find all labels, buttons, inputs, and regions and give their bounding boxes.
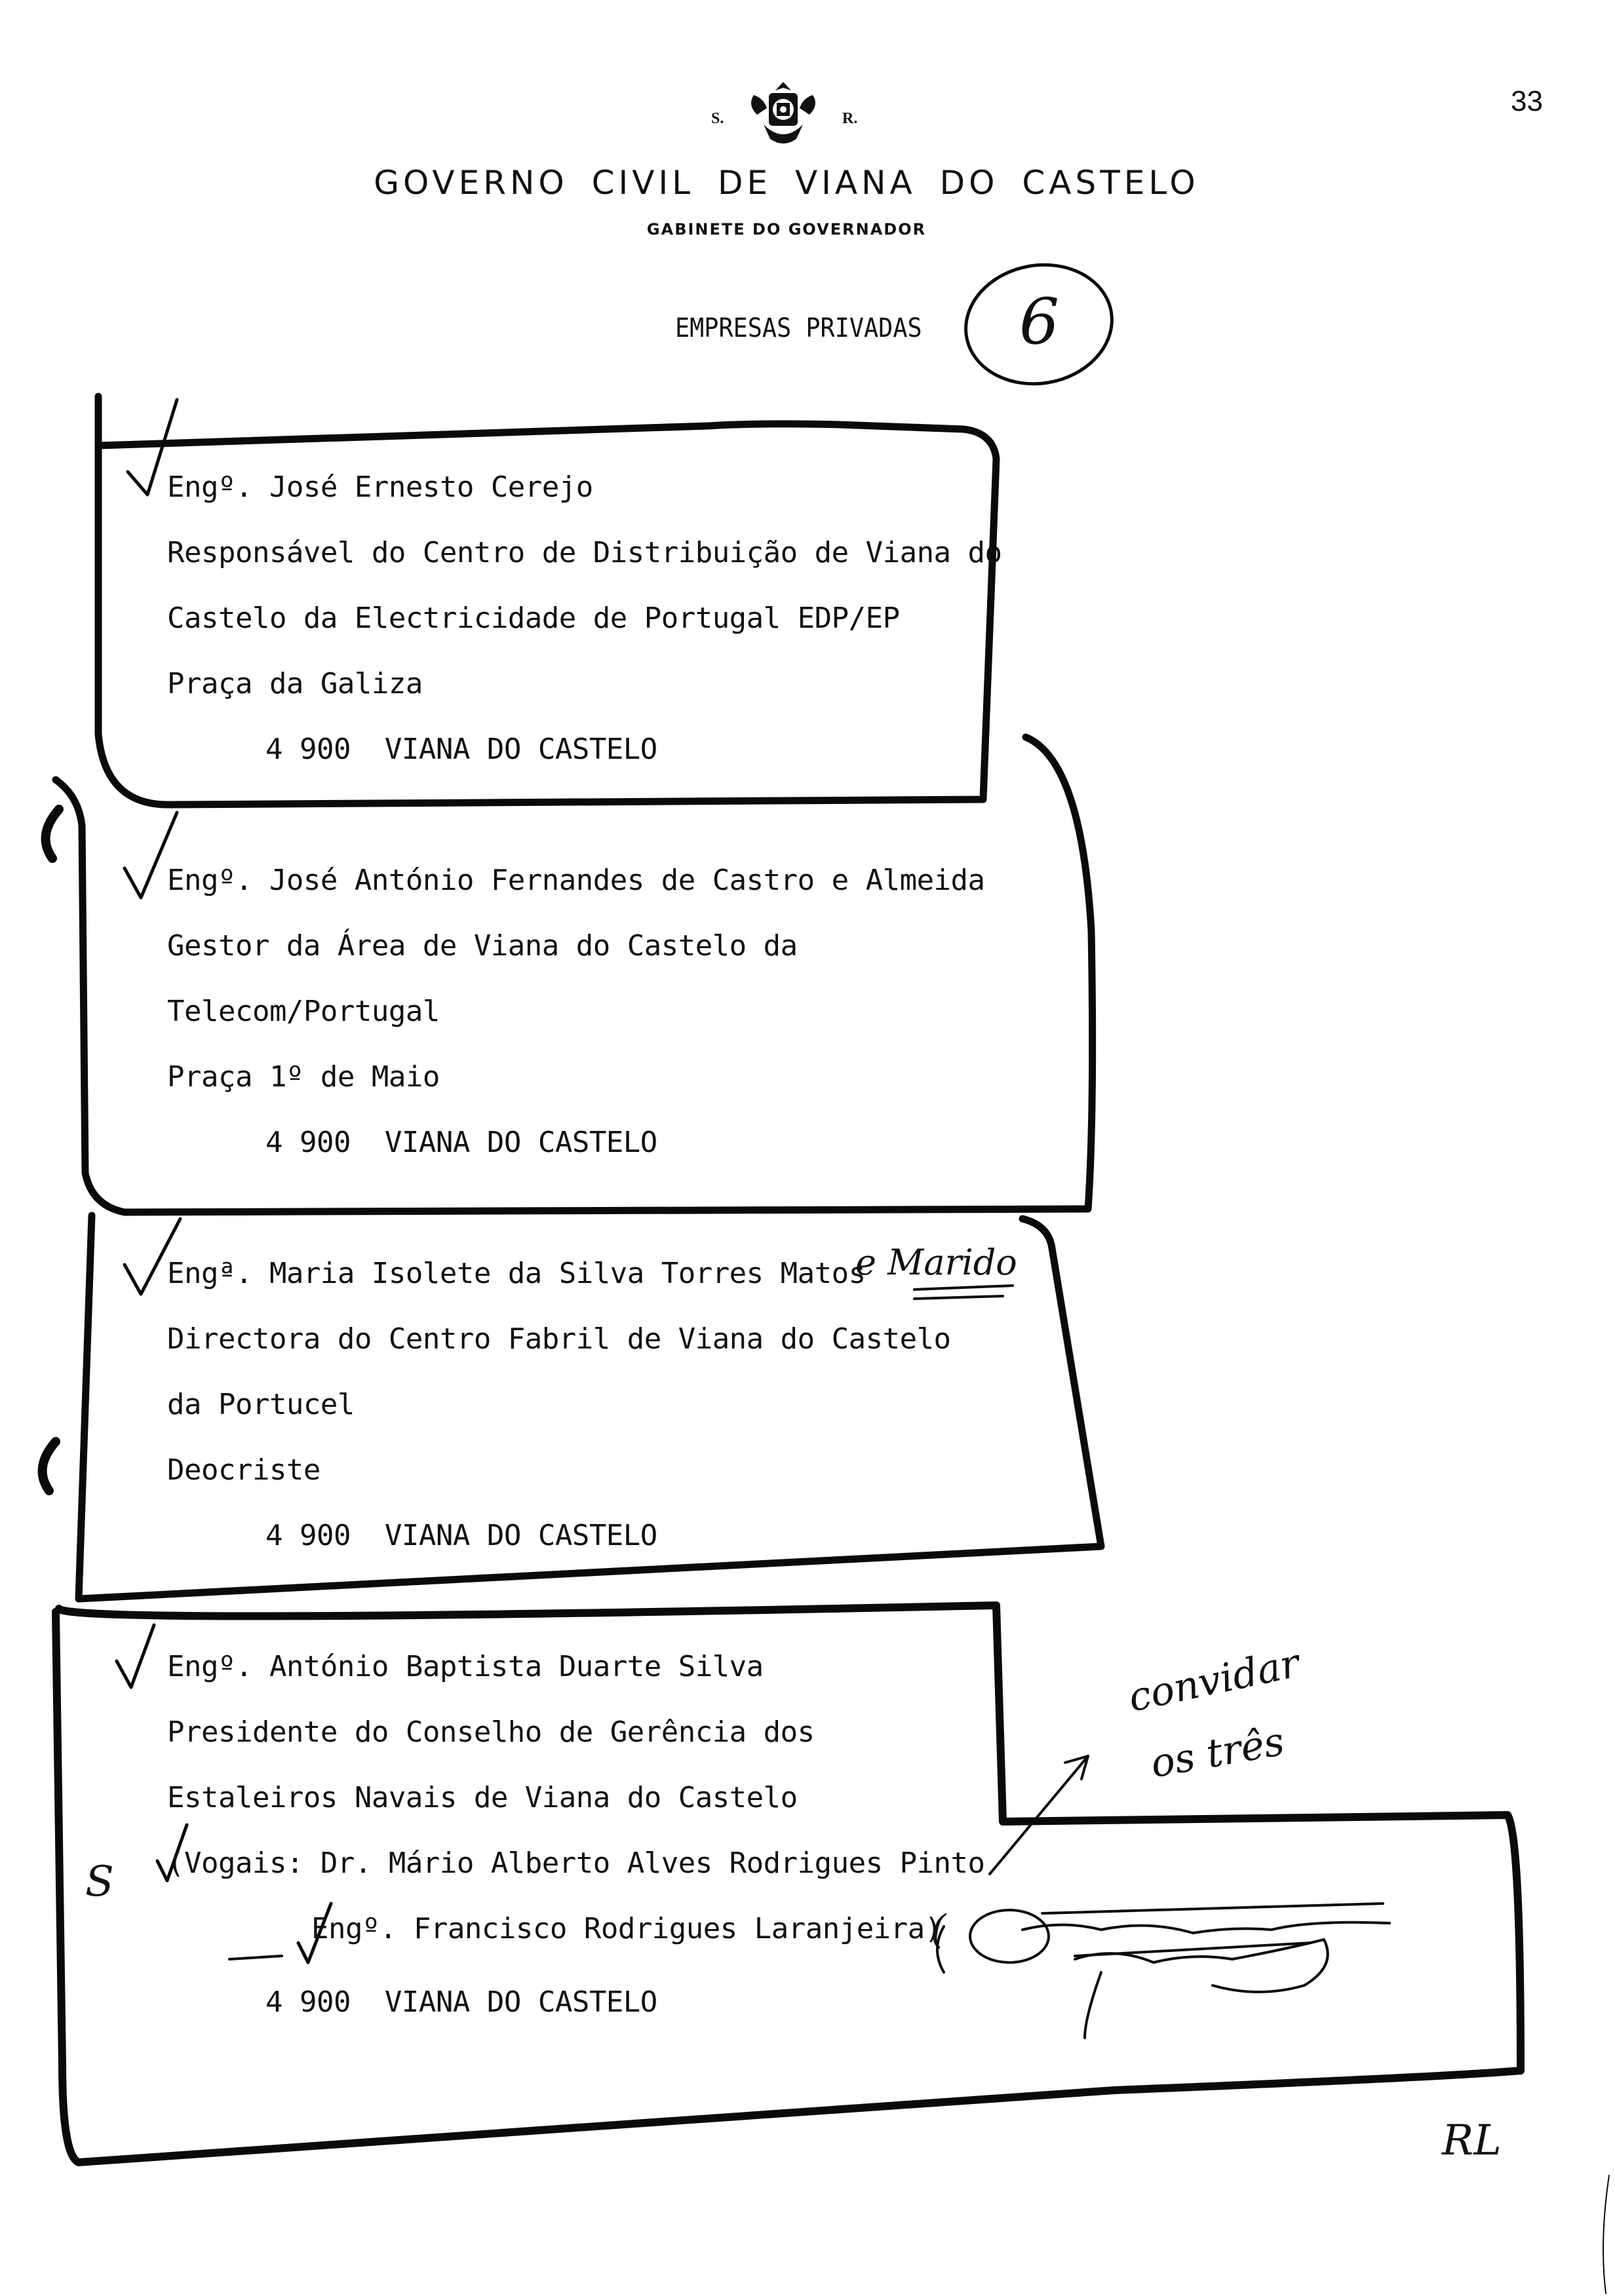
entry-3-line-3: Deocriste	[167, 1453, 321, 1487]
struck-note-strike	[1041, 1902, 1384, 1915]
entry-1-check-icon	[126, 398, 179, 497]
entry-3-handwritten-addition: e Marido	[855, 1242, 1017, 1283]
section-number-circle	[964, 263, 1114, 386]
margin-handwritten-letter: S	[85, 1858, 114, 1906]
entry-3-line-1: Directora do Centro Fabril de Viana do C…	[167, 1322, 951, 1356]
entry-3-check-icon	[123, 1217, 182, 1296]
struck-note-strike	[1074, 1942, 1312, 1957]
entry-3-box	[75, 1212, 1105, 1603]
entry-4-name: Engº. António Baptista Duarte Silva	[167, 1650, 764, 1683]
hole-punch-mark	[41, 805, 64, 863]
page-number: 33	[1511, 85, 1543, 117]
seal-letter-s: S.	[711, 110, 724, 127]
entry-4-line-1: Presidente do Conselho de Gerência dos	[167, 1715, 815, 1749]
vogal-1-check-icon	[155, 1823, 189, 1883]
entry-3-name: Engª. Maria Isolete da Silva Torres Mato…	[167, 1257, 866, 1290]
entry-2-postal: 4 900 VIANA DO CASTELO	[265, 1126, 657, 1159]
header-title: GOVERNO CIVIL DE VIANA DO CASTELO	[374, 164, 1199, 202]
section-title: EMPRESAS PRIVADAS	[675, 313, 922, 343]
vogal-2-box-mark	[239, 1910, 272, 1949]
entry-4-check-icon	[115, 1623, 156, 1689]
margin-line	[1603, 2175, 1610, 2294]
entry-1-line-3: Praça da Galiza	[167, 667, 423, 700]
struck-note-open-bracket: (	[931, 1907, 946, 1953]
struck-note-bracket	[936, 1925, 945, 1974]
entry-2-name: Engº. José António Fernandes de Castro e…	[167, 864, 985, 897]
seal-letter-r: R.	[842, 110, 858, 127]
entry-3-line-2: da Portucel	[167, 1388, 355, 1421]
marido-underline	[913, 1284, 1014, 1291]
entry-2-check-icon	[123, 811, 179, 900]
entry-4-line-2: Estaleiros Navais de Viana do Castelo	[167, 1781, 798, 1814]
entry-1-line-1: Responsável do Centro de Distribuição de…	[167, 536, 1002, 569]
entry-1-postal: 4 900 VIANA DO CASTELO	[265, 733, 657, 766]
struck-note-tail	[1083, 1971, 1102, 2039]
entry-1-box	[94, 392, 1000, 809]
coat-of-arms-icon	[751, 82, 815, 144]
vogal-2-box-mark	[228, 1955, 283, 1961]
entry-4-postal: 4 900 VIANA DO CASTELO	[265, 1985, 657, 2019]
entry-2-line-2: Telecom/Portugal	[167, 995, 440, 1028]
handwritten-initials: RL	[1442, 2116, 1502, 2165]
struck-note-scribble	[1074, 1938, 1329, 1993]
entry-3-postal: 4 900 VIANA DO CASTELO	[265, 1519, 657, 1552]
entry-4-vogal-2: Engº. Francisco Rodrigues Laranjeira)	[311, 1912, 942, 1945]
entry-4-vogal-1: (Vogais: Dr. Mário Alberto Alves Rodrigu…	[167, 1846, 985, 1880]
entry-1-name: Engº. José Ernesto Cerejo	[167, 470, 593, 504]
hole-punch-mark	[37, 1437, 60, 1495]
struck-note-circle	[969, 1909, 1050, 1964]
entry-2-line-1: Gestor da Área de Viana do Castelo da	[167, 929, 798, 963]
struck-note-scribble	[1021, 1921, 1391, 1934]
marido-underline	[913, 1295, 1004, 1300]
entry-2-line-3: Praça 1º de Maio	[167, 1060, 440, 1094]
vogal-2-check-icon	[296, 1902, 333, 1964]
header-subtitle: GABINETE DO GOVERNADOR	[646, 220, 927, 239]
section-number-circled: 6	[1019, 285, 1060, 358]
entry-1-line-2: Castelo da Electricidade de Portugal EDP…	[167, 602, 900, 635]
convidar-arrow	[988, 1755, 1089, 1875]
entry-2-box	[52, 733, 1097, 1216]
entry-4-box	[52, 1601, 1525, 2166]
